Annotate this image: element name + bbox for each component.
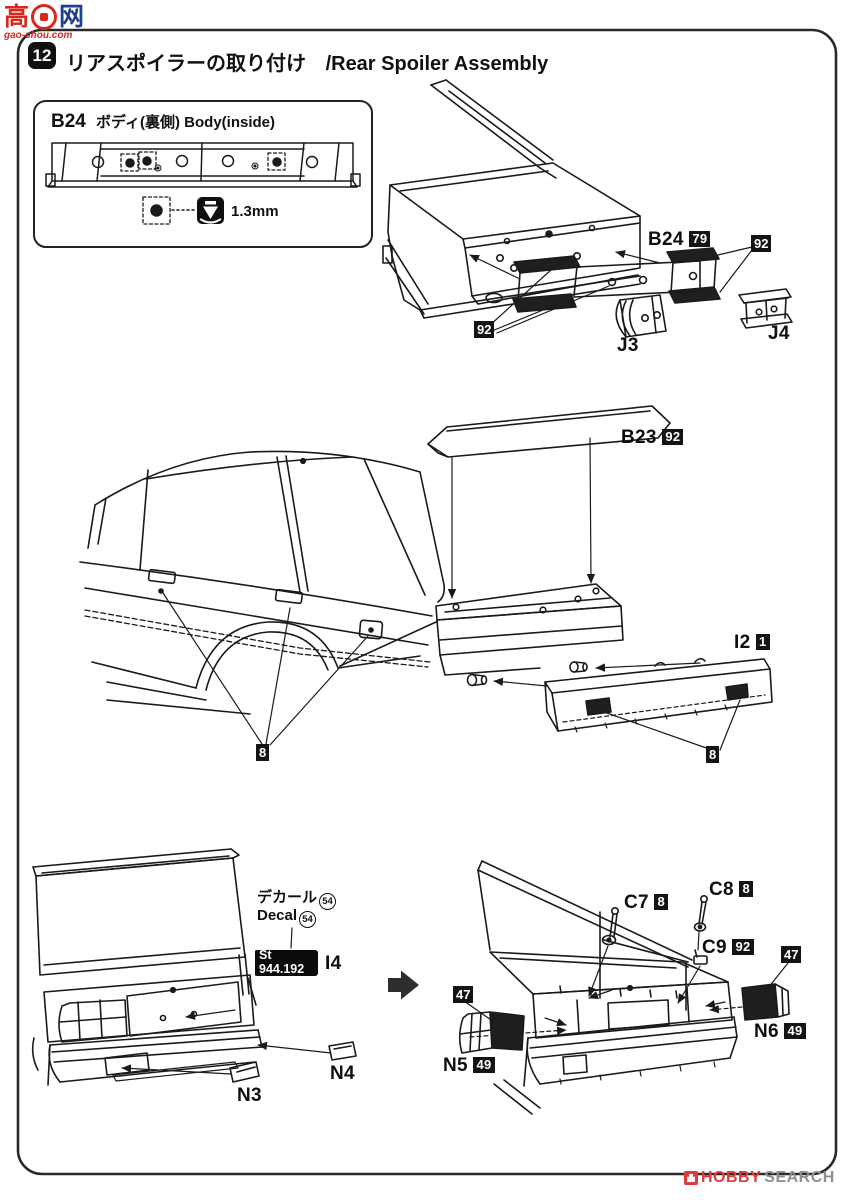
paint-badge-47-left: 47 <box>453 986 474 1003</box>
part-label-n3: N3 <box>237 1085 262 1106</box>
part-label-n6: N6 49 <box>754 1022 806 1041</box>
bottom-right-diagram-art <box>458 860 790 1115</box>
paint-badge-79: 79 <box>689 230 711 248</box>
inset-name-jp: ボディ(裏側) <box>96 114 180 131</box>
gaoshou-char-right: 网 <box>59 2 85 31</box>
paint-badge-92-c9: 92 <box>732 938 754 956</box>
b24-inset-box: B24 ボディ(裏側) Body(inside) <box>33 100 373 248</box>
drill-size-label: 1.3mm <box>231 203 279 220</box>
page-title-jp: リアスポイラーの取り付け <box>66 53 306 75</box>
paint-badge-49-n6: 49 <box>784 1022 806 1040</box>
license-plate-decal: St 944.192 <box>254 948 318 977</box>
paint-badge-1: 1 <box>756 633 770 651</box>
inset-name-en: Body(inside) <box>184 114 275 131</box>
hobbysearch-icon <box>684 1171 698 1185</box>
watermark-gaoshou: 高 网 gao-shou.com <box>4 4 84 41</box>
decal-number-jp: 54 <box>319 893 337 911</box>
paint-badge-8-c7: 8 <box>654 893 669 911</box>
step-arrow-icon <box>388 970 419 1000</box>
paint-badge-8-right: 8 <box>706 746 720 763</box>
hobbysearch-hobby: HOBBY <box>701 1169 762 1186</box>
paint-badge-92-left: 92 <box>474 321 495 338</box>
top-diagram-art <box>382 79 793 338</box>
hobbysearch-search: SEARCH <box>764 1169 835 1186</box>
part-label-b23: B23 92 <box>621 428 684 447</box>
decal-number-en: 54 <box>299 911 317 929</box>
part-label-c9: C9 92 <box>702 938 754 957</box>
paint-badge-49-n5: 49 <box>473 1056 495 1074</box>
gaoshou-domain: gao-shou.com <box>4 30 73 41</box>
part-label-i4: I4 <box>325 953 342 974</box>
mid-diagram-art <box>79 405 773 751</box>
gaoshou-char-left: 高 <box>4 2 30 31</box>
paint-badge-8-c8: 8 <box>739 880 754 898</box>
part-label-n4: N4 <box>330 1063 355 1084</box>
part-label-j3: J3 <box>617 335 639 356</box>
inset-title: B24 ボディ(裏側) Body(inside) <box>51 111 275 133</box>
bottom-left-diagram-art <box>31 848 357 1086</box>
watermark-hobbysearch: HOBBY SEARCH <box>684 1169 835 1187</box>
paint-badge-8-left: 8 <box>256 744 270 761</box>
page-title-en: /Rear Spoiler Assembly <box>325 53 549 75</box>
part-label-c8: C8 8 <box>709 880 754 899</box>
paint-badge-92-b23: 92 <box>662 428 684 446</box>
step-number-badge: 12 <box>28 42 56 69</box>
paint-badge-47-right: 47 <box>781 946 802 963</box>
page-title: リアスポイラーの取り付け /Rear Spoiler Assembly <box>66 47 548 76</box>
part-label-c7: C7 8 <box>624 893 669 912</box>
inset-part-number: B24 <box>51 111 86 132</box>
part-label-i2: I2 1 <box>734 633 770 652</box>
paint-badge-92-right: 92 <box>751 235 772 252</box>
drill-icon <box>197 197 224 224</box>
part-label-n5: N5 49 <box>443 1056 495 1075</box>
part-label-j4: J4 <box>768 323 790 344</box>
part-label-b24: B24 79 <box>648 230 711 249</box>
page-border <box>16 28 838 1176</box>
gaoshou-emblem-icon <box>31 4 58 30</box>
inset-b24-part-art <box>45 142 361 225</box>
